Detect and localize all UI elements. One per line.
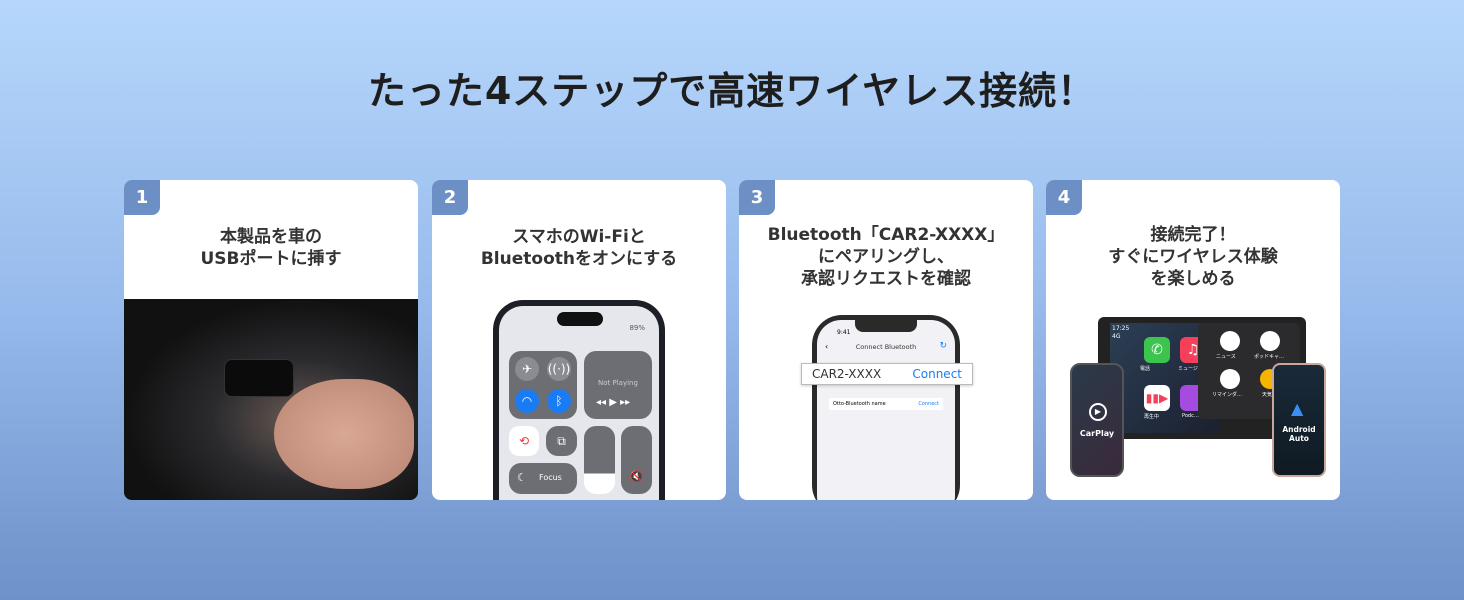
caption-line: Bluetooth「CAR2-XXXX」: [767, 225, 1005, 245]
rotation-lock-icon: ⟲: [509, 426, 539, 456]
connect-button[interactable]: Connect: [912, 367, 962, 381]
step-number-badge: 3: [739, 180, 775, 215]
android-auto-logo-icon: ▲: [1291, 399, 1304, 418]
brightness-slider: [584, 426, 615, 494]
screen-title: Connect Bluetooth: [855, 343, 917, 351]
hand: [274, 379, 414, 489]
android-auto-label: Android Auto: [1282, 425, 1316, 443]
connect-link[interactable]: Connect: [918, 401, 939, 407]
bluetooth-icon: ᛒ: [547, 389, 571, 413]
step-number-badge: 1: [124, 180, 160, 215]
caption-line: を楽しめる: [1150, 269, 1236, 289]
step-card-4: 4 接続完了！ すぐにワイヤレス体験 を楽しめる 17:25 4G ✆ 電話 ♫…: [1046, 180, 1340, 500]
airplane-icon: ✈: [515, 357, 539, 381]
podcasts-app-icon: [1260, 331, 1280, 351]
focus-label: Focus: [539, 473, 562, 482]
car-head-unit: 17:25 4G ✆ 電話 ♫ ミュージ… ▮▮▶ 再生中 Podc… ニュース…: [1098, 317, 1306, 439]
usb-insert-photo: [124, 299, 418, 500]
caption-line: スマホのWi-Fiと: [512, 227, 646, 247]
page-title: たった4ステップで高速ワイヤレス接続！: [367, 69, 1097, 113]
refresh-icon[interactable]: ↻: [939, 341, 947, 351]
device-name: Otto-Bluetooth name: [833, 401, 886, 407]
device-name: CAR2-XXXX: [812, 367, 882, 381]
reminder-app-icon: [1220, 369, 1240, 389]
carplay-label: CarPlay: [1079, 429, 1115, 438]
now-playing-text: Not Playing: [598, 379, 638, 387]
device-row[interactable]: Otto-Bluetooth name Connect: [829, 398, 943, 410]
app-label: 天気: [1262, 392, 1273, 398]
app-label: Podc…: [1182, 413, 1199, 419]
playback-controls-icon: ◂◂ ▶ ▸▸: [596, 397, 631, 408]
now-playing-app-icon: ▮▮▶: [1144, 385, 1170, 411]
step-number-badge: 2: [432, 180, 468, 215]
app-label: ポッドキャ…: [1254, 354, 1285, 360]
caption-line: にペアリングし、: [818, 247, 954, 267]
cellular-icon: ((·)): [547, 357, 571, 381]
caption-line: 本製品を車の: [220, 227, 322, 247]
device-row-highlight[interactable]: CAR2-XXXX Connect: [801, 363, 973, 385]
step-caption: Bluetooth「CAR2-XXXX」 にペアリングし、 承認リクエストを確認: [739, 224, 1033, 290]
app-label: ニュース: [1216, 354, 1236, 360]
step-caption: 本製品を車の USBポートに挿す: [124, 226, 418, 270]
caption-line: USBポートに挿す: [200, 249, 342, 269]
back-icon[interactable]: ‹: [825, 342, 829, 351]
caption-line: 接続完了！: [1150, 225, 1236, 245]
step-card-3: 3 Bluetooth「CAR2-XXXX」 にペアリングし、 承認リクエストを…: [739, 180, 1033, 500]
screen-mirror-icon: ⧉: [546, 426, 577, 456]
connectivity-tile: ✈ ((·)) ◠ ᛒ: [509, 351, 577, 419]
status-time: 17:25: [1112, 325, 1130, 332]
step-caption: スマホのWi-Fiと Bluetoothをオンにする: [432, 226, 726, 270]
carplay-phone: ▶ CarPlay: [1070, 363, 1124, 477]
mute-icon: 🔇: [621, 426, 652, 494]
step-caption: 接続完了！ すぐにワイヤレス体験 を楽しめる: [1046, 224, 1340, 290]
wifi-icon: ◠: [515, 389, 539, 413]
phone-control-center: 89% ✈ ((·)) ◠ ᛒ Not Playing ◂◂ ▶ ▸▸ ⟲ ⧉ …: [493, 300, 665, 500]
caption-line: Bluetoothをオンにする: [480, 249, 678, 269]
focus-tile: ☾ Focus: [509, 463, 577, 494]
app-label: ミュージ…: [1178, 366, 1203, 372]
battery-level: 89%: [629, 324, 645, 332]
android-phone: ▲ Android Auto: [1272, 363, 1326, 477]
phone-app-icon: ✆: [1144, 337, 1170, 363]
phone-bluetooth-screen: 9:41 ‹ Connect Bluetooth ↻ Otto-Bluetoot…: [812, 315, 960, 500]
step-card-2: 2 スマホのWi-Fiと Bluetoothをオンにする 89% ✈ ((·))…: [432, 180, 726, 500]
app-label: 電話: [1140, 366, 1151, 372]
notch: [855, 320, 917, 332]
app-label: 再生中: [1144, 414, 1160, 420]
status-time: 9:41: [837, 329, 851, 336]
caption-line: 承認リクエストを確認: [801, 269, 971, 289]
usb-dongle: [224, 359, 294, 397]
moon-icon: ☾: [517, 471, 527, 484]
news-app-icon: [1220, 331, 1240, 351]
caption-line: すぐにワイヤレス体験: [1108, 247, 1278, 267]
app-label: リマインダ…: [1212, 392, 1243, 398]
carplay-play-icon: ▶: [1089, 403, 1107, 421]
step-number-badge: 4: [1046, 180, 1082, 215]
signal: 4G: [1112, 333, 1121, 340]
step-card-1: 1 本製品を車の USBポートに挿す: [124, 180, 418, 500]
now-playing-tile: Not Playing ◂◂ ▶ ▸▸: [584, 351, 652, 419]
dynamic-island: [557, 312, 603, 326]
